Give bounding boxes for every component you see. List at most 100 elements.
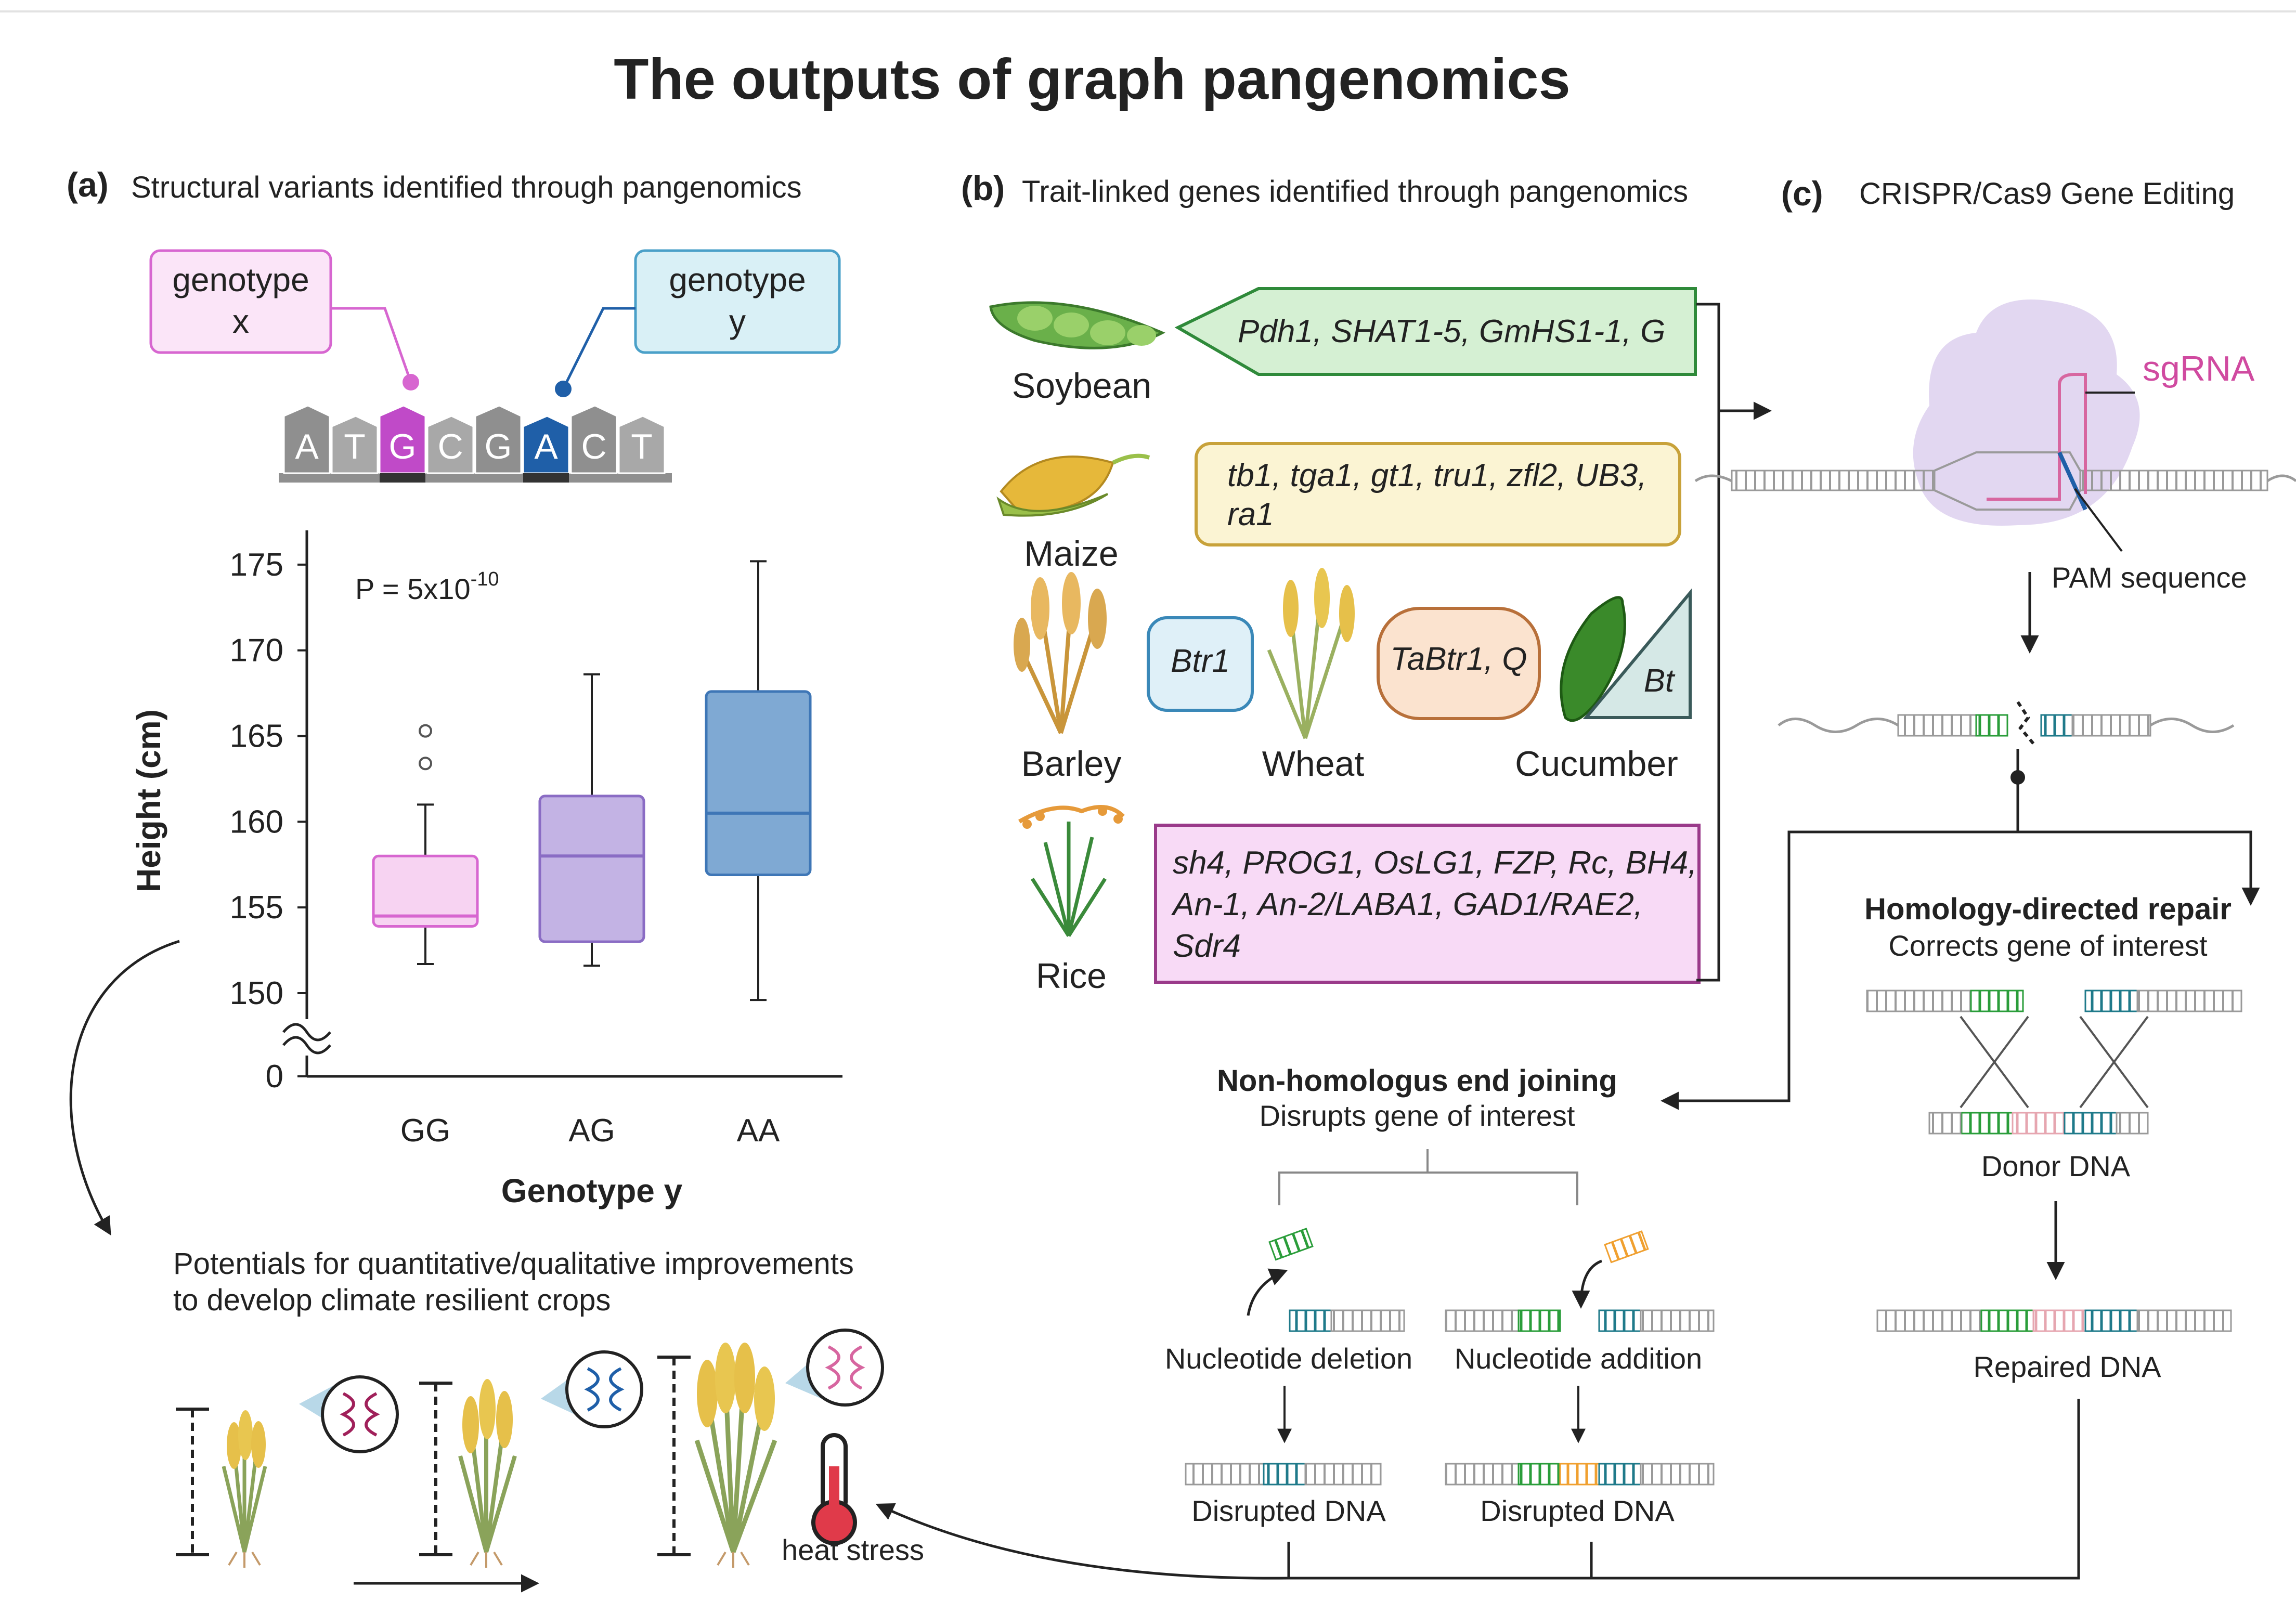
sequence-base-letter: A bbox=[534, 427, 558, 466]
nhej-split-bracket bbox=[1278, 1172, 1578, 1205]
p-value-prefix: P = 5x10 bbox=[355, 572, 471, 605]
editing-to-heat-stress-arrow bbox=[875, 1503, 1289, 1580]
maize-label: Maize bbox=[1024, 534, 1118, 574]
nhej-subtitle: Disrupts gene of interest bbox=[1260, 1099, 1575, 1132]
disrupted-dna-2-icon bbox=[1445, 1463, 1715, 1486]
cas9-complex-icon bbox=[1694, 300, 2296, 552]
plant-height-series: heat stress bbox=[176, 1329, 924, 1593]
sequence-base-tile bbox=[522, 415, 570, 474]
nucleotide-deletion-icon bbox=[1247, 1228, 1405, 1332]
wheat-label: Wheat bbox=[1262, 744, 1365, 784]
hdr-recombination-icon bbox=[1866, 990, 2242, 1135]
x-tick-label: AA bbox=[737, 1113, 780, 1149]
axis-break-icon bbox=[282, 1023, 331, 1055]
x-tick-label: GG bbox=[400, 1113, 450, 1149]
genotype-x-label-2: x bbox=[232, 303, 249, 340]
box-outlier bbox=[419, 757, 432, 771]
genotype-y-callout: genotype y bbox=[555, 249, 841, 397]
rice-genes-3: Sdr4 bbox=[1173, 928, 1241, 964]
wheat-icon bbox=[1267, 568, 1355, 739]
panel-b: (b) Trait-linked genes identified throug… bbox=[961, 169, 1772, 996]
cucumber-label: Cucumber bbox=[1515, 744, 1678, 784]
nucleotide-deletion-label: Nucleotide deletion bbox=[1165, 1342, 1412, 1375]
branch-to-hdr-arrow bbox=[2018, 830, 2260, 906]
sequence-base-letter: T bbox=[344, 427, 366, 466]
y-tick-label: 170 bbox=[230, 633, 283, 669]
branch-to-nhej-arrow bbox=[1661, 777, 2019, 1110]
soybean-icon bbox=[989, 301, 1165, 349]
sequence-base-tile bbox=[331, 415, 379, 474]
plant-tall bbox=[657, 1329, 884, 1568]
p-value-exponent: -10 bbox=[471, 568, 499, 590]
genotype-y-label-2: y bbox=[729, 303, 746, 340]
y-tick-label: 0 bbox=[266, 1059, 283, 1095]
repaired-dna-icon bbox=[1876, 1309, 2232, 1332]
box-iqr bbox=[372, 854, 479, 928]
plant-short bbox=[176, 1375, 399, 1568]
disrupted-dna-1-icon bbox=[1185, 1463, 1382, 1486]
sequence-base-tile bbox=[618, 415, 666, 474]
genotype-y-label-1: genotype bbox=[669, 261, 806, 298]
genotype-x-callout: genotype x bbox=[149, 249, 419, 391]
sequence-base-letter: C bbox=[437, 427, 463, 466]
y-tick-label: 165 bbox=[230, 719, 283, 754]
panel-c-heading: CRISPR/Cas9 Gene Editing bbox=[1859, 177, 2235, 211]
sequence-base-tile bbox=[426, 415, 474, 474]
nucleotide-addition-label: Nucleotide addition bbox=[1455, 1342, 1702, 1375]
cucumber-genes: Bt bbox=[1644, 663, 1676, 699]
soybean-genes-box: Pdh1, SHAT1-5, GmHS1-1, G bbox=[1174, 287, 1697, 376]
sequence-base-letter: C bbox=[581, 427, 606, 466]
rice-icon bbox=[1018, 805, 1125, 937]
disrupted-dna-1-label: Disrupted DNA bbox=[1191, 1494, 1386, 1527]
box-iqr bbox=[538, 795, 645, 943]
barley-genes-box: Btr1 bbox=[1147, 616, 1254, 712]
wheat-genes-box: TaBtr1, Q bbox=[1377, 607, 1541, 720]
sequence-baseline bbox=[279, 473, 672, 483]
variant-marker bbox=[380, 473, 425, 483]
p-value: P = 5x10-10 bbox=[355, 568, 499, 605]
panel-c-letter: (c) bbox=[1781, 174, 1823, 213]
rice-genes-2: An-1, An-2/LABA1, GAD1/RAE2, bbox=[1171, 887, 1643, 922]
sequence-base-tile bbox=[570, 405, 618, 474]
rice-genes-box: sh4, PROG1, OsLG1, FZP, Rc, BH4, An-1, A… bbox=[1154, 824, 1701, 984]
pam-label: PAM sequence bbox=[2052, 561, 2247, 594]
sequence-base-tile bbox=[474, 405, 522, 474]
barley-genes: Btr1 bbox=[1171, 643, 1230, 679]
maize-icon bbox=[996, 453, 1150, 517]
sequence-base-letter: T bbox=[631, 427, 653, 466]
variant-marker bbox=[523, 473, 569, 483]
cut-dna-icon bbox=[1778, 701, 2235, 745]
box-outlier bbox=[419, 724, 432, 738]
sequence-base-letter: G bbox=[389, 427, 417, 466]
disrupted-dna-2-label: Disrupted DNA bbox=[1480, 1494, 1675, 1527]
thermometer-icon bbox=[811, 1433, 857, 1545]
genotype-x-label-1: genotype bbox=[172, 261, 309, 298]
barley-icon bbox=[1014, 572, 1107, 734]
y-tick-label: 150 bbox=[230, 975, 283, 1011]
repaired-dna-label: Repaired DNA bbox=[1973, 1350, 2161, 1383]
plot-to-potentials-arrow bbox=[69, 940, 180, 1236]
plant-medium bbox=[419, 1350, 643, 1568]
soybean-label: Soybean bbox=[1012, 366, 1151, 406]
panel-a-heading: Structural variants identified through p… bbox=[131, 171, 802, 204]
panel-a-letter: (a) bbox=[67, 165, 109, 204]
x-tick-label: AG bbox=[568, 1113, 615, 1149]
panel-b-bracket bbox=[1696, 303, 1720, 982]
panel-b-heading: Trait-linked genes identified through pa… bbox=[1022, 175, 1688, 209]
nhej-title: Non-homologus end joining bbox=[1217, 1064, 1617, 1098]
cucumber-icon bbox=[1560, 596, 1626, 722]
rice-label: Rice bbox=[1036, 956, 1107, 996]
y-axis-label: Height (cm) bbox=[130, 709, 167, 892]
hdr-title: Homology-directed repair bbox=[1864, 892, 2232, 926]
soybean-genes: Pdh1, SHAT1-5, GmHS1-1, G bbox=[1238, 314, 1665, 349]
sequence-base-letter: G bbox=[485, 427, 512, 466]
sequence-base-letter: A bbox=[295, 427, 319, 466]
sequence-base-tile bbox=[283, 405, 331, 474]
panel-b-letter: (b) bbox=[961, 169, 1005, 207]
repaired-to-bracket bbox=[1591, 1399, 2080, 1580]
potentials-text-1: Potentials for quantitative/qualitative … bbox=[173, 1247, 854, 1281]
x-axis-label: Genotype y bbox=[501, 1172, 683, 1209]
y-tick-label: 160 bbox=[230, 804, 283, 840]
maize-genes-1: tb1, tga1, gt1, tru1, zfl2, UB3, bbox=[1227, 458, 1646, 493]
